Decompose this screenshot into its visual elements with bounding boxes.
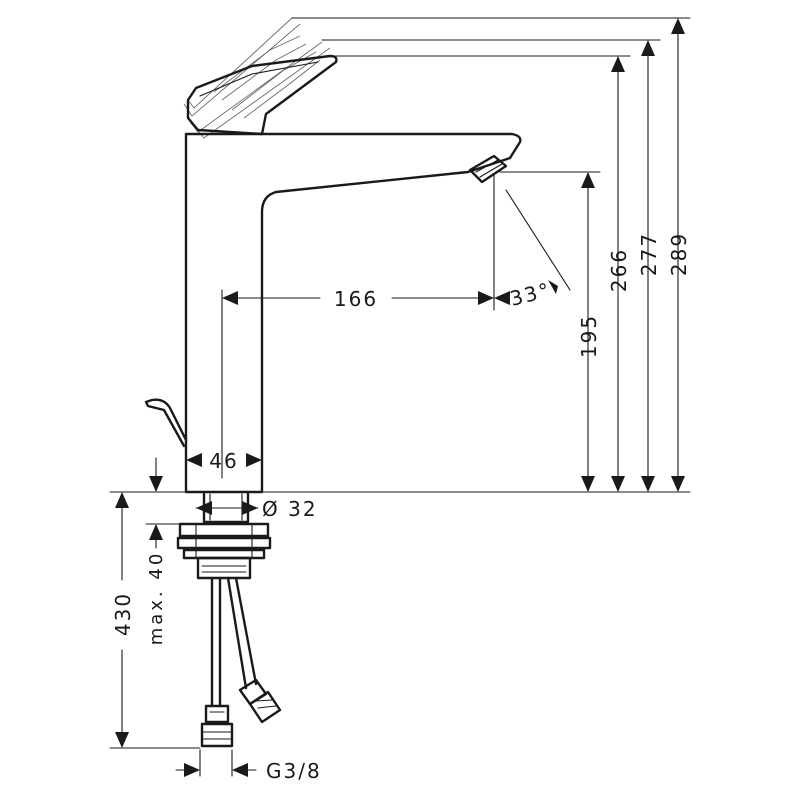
dimension-46-label: 46 — [209, 449, 238, 473]
dimension-277-label: 277 — [637, 232, 661, 276]
angle-33: 33° — [494, 189, 571, 311]
dimension-166: 166 — [222, 287, 494, 311]
dimension-shank-diameter-label: Ø 32 — [262, 497, 318, 521]
dimension-g38: G3/8 — [175, 759, 322, 783]
dimension-266: 266 — [607, 56, 631, 492]
dimension-46: 46 — [186, 449, 262, 473]
dimension-max-40-label: max. 40 — [146, 551, 167, 646]
dimension-max-40: max. 40 — [145, 457, 181, 646]
aerator — [468, 154, 508, 184]
dimension-430: 430 — [111, 492, 135, 748]
dimension-195-label: 195 — [577, 314, 601, 358]
dimension-shank-diameter: Ø 32 — [195, 497, 318, 521]
dimension-277: 277 — [637, 40, 661, 492]
mounting-shank — [176, 492, 272, 580]
extension-lines — [109, 17, 691, 777]
dimension-289-label: 289 — [667, 232, 691, 276]
handle-lever — [186, 54, 338, 136]
dimension-430-label: 430 — [111, 592, 135, 636]
faucet-body — [184, 132, 522, 494]
handle-raised-position — [183, 17, 331, 139]
dimension-g38-label: G3/8 — [266, 759, 322, 783]
dimension-195: 195 — [577, 172, 601, 492]
supply-hoses — [200, 576, 282, 748]
popup-rod — [144, 398, 188, 448]
dimension-266-label: 266 — [607, 248, 631, 292]
angle-33-label: 33° — [507, 278, 553, 311]
dimension-166-label: 166 — [334, 287, 378, 311]
dimension-289: 289 — [667, 18, 691, 492]
